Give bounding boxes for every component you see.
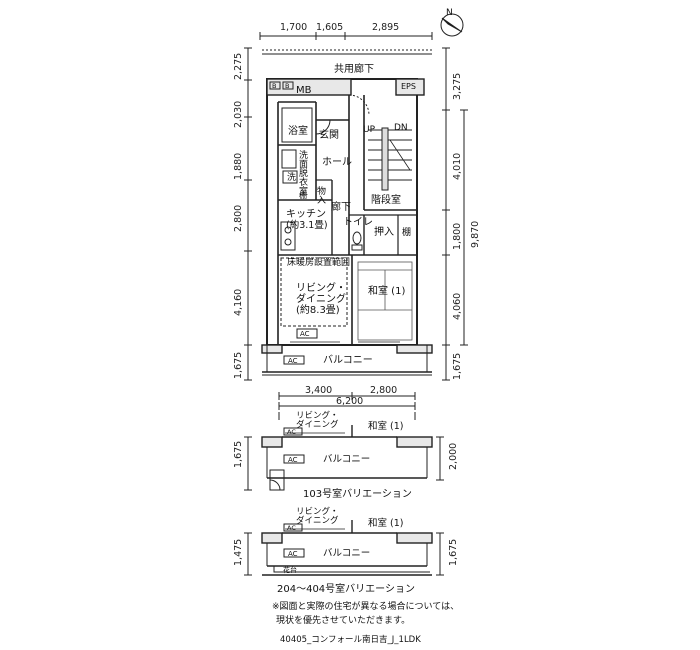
dn-label: DN (394, 123, 408, 133)
v103-ac: AC (287, 428, 296, 436)
staircase (368, 127, 412, 191)
living-label-1: リビング・ (296, 281, 346, 294)
floor-heating-area (280, 257, 348, 327)
v103-washitsu: 和室 (1) (368, 420, 403, 432)
right-dim-1: 3,275 (452, 73, 463, 100)
bath-label: 浴室 (288, 124, 308, 137)
v103-dim-left: 1,675 (233, 441, 244, 468)
b-label-1: B (272, 82, 276, 90)
plan-id-footer: 40405_コンフォール南日吉_J_1LDK (280, 635, 421, 645)
balcony-label: バルコニー (323, 354, 373, 366)
entrance-label: 玄関 (319, 128, 339, 141)
bottom-dim-b: 2,800 (370, 385, 397, 396)
north-label: N (446, 8, 453, 18)
ac-unit-balcony (283, 355, 305, 365)
bottom-dim-total: 6,200 (336, 396, 363, 407)
left-dim-3: 1,880 (233, 153, 244, 180)
kitchen-size: (約3.1畳) (286, 219, 328, 231)
top-dim-2: 1,605 (316, 22, 343, 33)
stairs-label: 階段室 (371, 193, 401, 206)
v103-ac-balcony: AC (288, 456, 298, 464)
floor-heating-label: 床暖房設置範囲 (287, 256, 350, 268)
right-dim-5: 1,675 (452, 353, 463, 380)
kitchen-counter (280, 221, 296, 251)
wash-label: 洗 (287, 171, 296, 183)
entrance-door-swing (348, 94, 370, 116)
right-dim-4: 4,060 (452, 293, 463, 320)
shelf2-label: 棚 (402, 226, 411, 238)
storage-label: 物入 (315, 185, 326, 204)
variation-103 (244, 412, 444, 491)
hall-label: ホール (322, 156, 352, 168)
v103-balcony: バルコニー (323, 454, 370, 465)
v204-dim-right: 1,675 (448, 539, 459, 566)
disclaimer-line-2: 現状を優先させていただきます。 (276, 616, 411, 626)
north-arrow-icon (440, 13, 464, 37)
ac-unit-living (296, 328, 318, 339)
corridor-label: 共用廊下 (334, 62, 374, 75)
left-dim-5: 4,160 (233, 289, 244, 316)
washing-machine-space (282, 170, 298, 184)
kitchen-label: キッチン (286, 208, 326, 220)
disclaimer-line-1: ※図面と実際の住宅が異なる場合については、 (272, 602, 460, 612)
mb-label: MB (296, 85, 312, 96)
living-size: (約8.3畳) (296, 303, 340, 316)
hallway-label: 廊下 (331, 200, 351, 213)
b-box-1 (269, 81, 281, 90)
living-label-2: ダイニング (296, 292, 346, 305)
right-dim-total: 9,870 (470, 221, 481, 248)
bottom-dim-a: 3,400 (305, 385, 332, 396)
v103-caption: 103号室バリエーション (303, 487, 412, 500)
ac-label-living: AC (300, 330, 310, 338)
variation-204 (244, 520, 444, 576)
toilet-label: トイレ (343, 217, 373, 228)
v204-washitsu: 和室 (1) (368, 517, 403, 529)
v204-ac: AC (287, 524, 296, 532)
left-dim-2: 2,030 (233, 101, 244, 128)
washitsu-label: 和室 (1) (368, 284, 405, 297)
left-dim-6: 1,675 (233, 352, 244, 379)
left-dim-1: 2,275 (233, 53, 244, 80)
v204-dim-left: 1,475 (233, 539, 244, 566)
wash-basin (281, 149, 297, 169)
v103-dim-right: 2,000 (448, 443, 459, 470)
top-dim-3: 2,895 (372, 22, 399, 33)
top-dim-1: 1,700 (280, 22, 307, 33)
bathtub (281, 107, 313, 143)
right-dim-2: 4,010 (452, 153, 463, 180)
toilet-fixture (352, 231, 362, 245)
left-dim-4: 2,800 (233, 205, 244, 232)
v204-caption: 204～404号室バリエーション (277, 582, 415, 595)
ac-label-balcony: AC (288, 357, 298, 365)
bath-door-swing (315, 119, 331, 135)
up-label: UP (363, 125, 376, 135)
shelf-label: 棚 (299, 190, 307, 200)
v204-living-1: リビング・ (296, 506, 339, 517)
v204-living-2: ダイニング (296, 515, 339, 526)
tatami-mats (357, 261, 413, 341)
v103-living-1: リビング・ (296, 410, 339, 421)
eps-label: EPS (401, 82, 416, 91)
v204-balcony: バルコニー (323, 548, 370, 559)
washroom-label: 洗面脱衣室 (297, 149, 308, 195)
v204-planter: 花台 (283, 565, 297, 574)
v103-living-2: ダイニング (296, 419, 339, 430)
v204-ac-balcony: AC (288, 550, 298, 558)
right-dim-3: 1,800 (452, 223, 463, 250)
oshiire-label: 押入 (374, 225, 394, 238)
b-label-2: B (285, 82, 289, 90)
b-box-2 (282, 81, 294, 90)
